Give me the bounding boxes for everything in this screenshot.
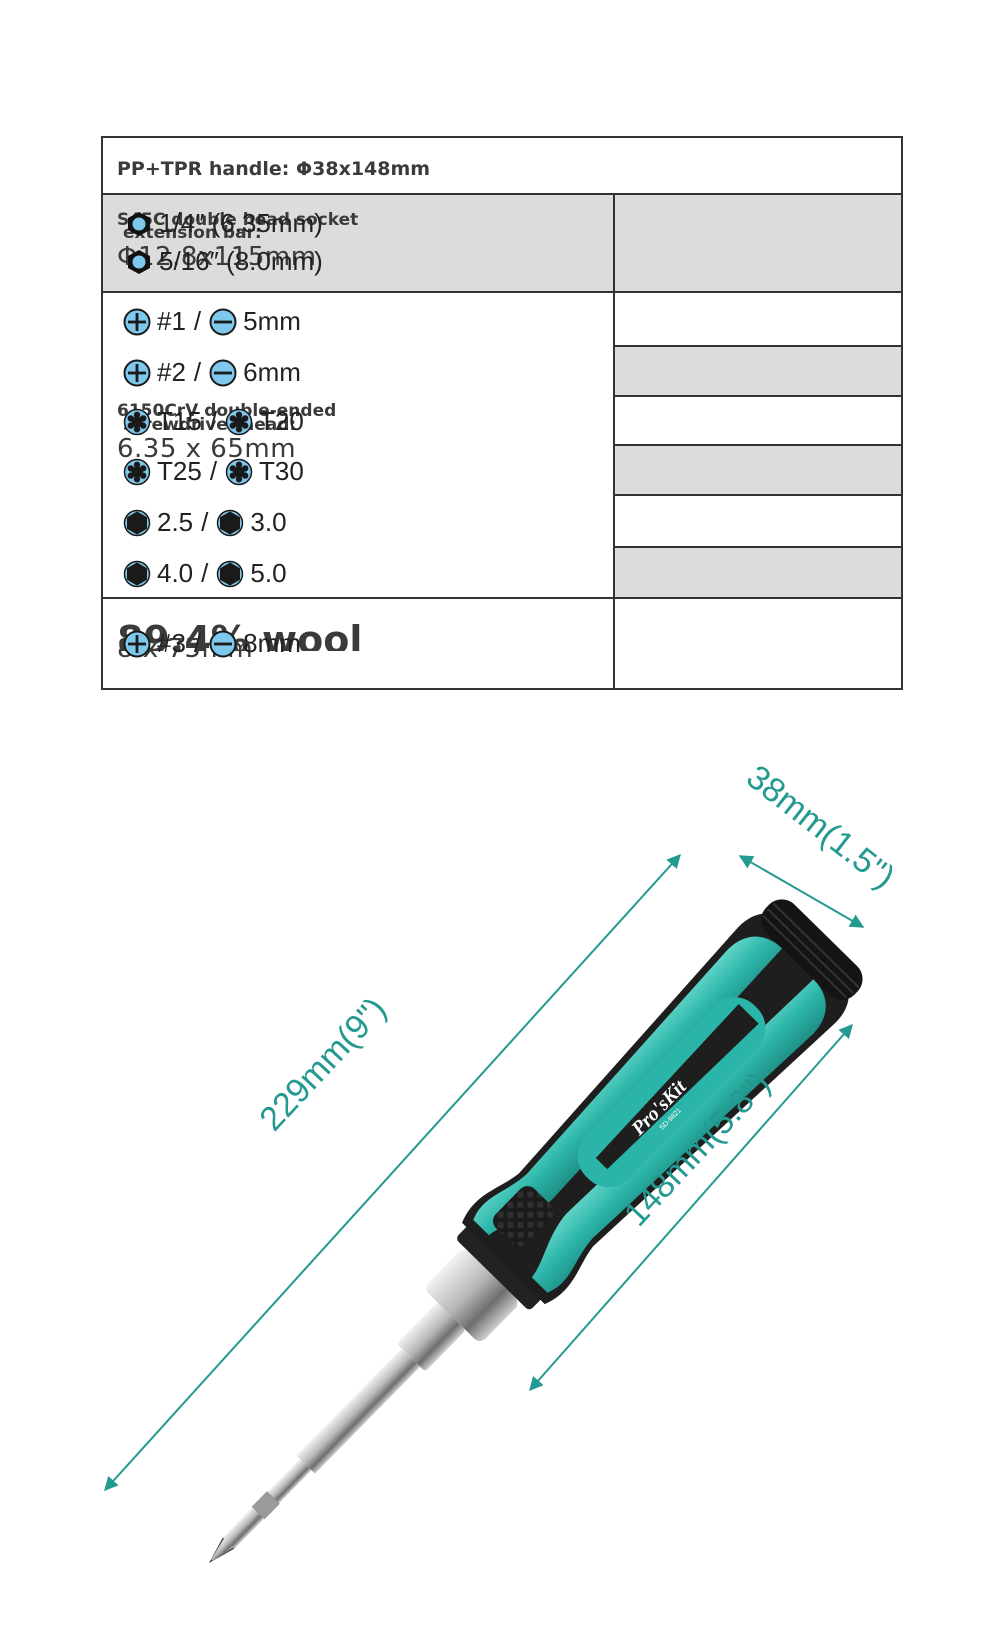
hex-icon [216, 509, 244, 537]
screwdriver-illustration: Pro'sKit SD-9821 [104, 853, 865, 1563]
grip-pad [493, 1186, 554, 1247]
torx-icon [225, 458, 253, 486]
screwdriver-label-line2: screwdriver head: [123, 415, 297, 435]
divider [613, 494, 901, 496]
socket-size-text: 1/4″ (6.35mm) [159, 208, 323, 238]
slotted-icon [209, 630, 237, 658]
torx-icon [123, 458, 151, 486]
handle-arrow [529, 1023, 853, 1392]
column-divider [613, 193, 615, 688]
divider [613, 546, 901, 548]
socket-hex-icon [125, 248, 153, 276]
socket-size-text: 5/16″ (8.0mm) [159, 246, 323, 276]
slotted-icon [209, 359, 237, 387]
last-row-label: 89.4% wool [117, 621, 363, 651]
torx-icon [225, 408, 253, 436]
phillips-icon [123, 630, 151, 658]
divider [103, 291, 901, 293]
hex-icon [216, 560, 244, 588]
handle-spec: PP+TPR handle: Φ38x148mm [117, 158, 431, 180]
bit-row: 2.5 / 3.0 [123, 507, 287, 538]
socket-size-1: 1/4″ (6.35mm) [125, 208, 323, 239]
hex-icon [123, 509, 151, 537]
divider [103, 597, 901, 599]
bit-row-2-bg [615, 347, 901, 395]
screwdriver-dimension: 6.35 x 65mm [117, 434, 297, 464]
divider [613, 395, 901, 397]
phillips-icon [123, 359, 151, 387]
bit-row: #2 / 6mm [123, 357, 301, 388]
divider [103, 193, 901, 195]
torx-icon [123, 408, 151, 436]
bit-row: #3 / 8mm [123, 628, 301, 659]
hex-icon [123, 560, 151, 588]
end-cap [760, 899, 863, 1000]
diameter-arrow [738, 855, 865, 928]
bit-row-6-bg [615, 548, 901, 597]
slotted-icon [209, 308, 237, 336]
socket-hex-icon [125, 210, 153, 238]
extension-label-line1: S45C double head socket [117, 210, 359, 230]
bit-row: T25 / T30 [123, 456, 304, 487]
divider [613, 444, 901, 446]
spec-table: PP+TPR handle: Φ38x148mm S45C double hea… [101, 136, 903, 690]
extension-label-line2: extension bar: [123, 223, 262, 243]
extension-bar [296, 1348, 421, 1474]
socket-size-2: 5/16″ (8.0mm) [125, 246, 323, 277]
extension-size-cell [615, 195, 901, 291]
screwdriver-label-line1: 6150CrV double-ended [117, 401, 337, 421]
ratchet-collar [426, 1250, 518, 1341]
extension-label-cell [103, 195, 613, 291]
bit-row: #1 / 5mm [123, 306, 301, 337]
divider [613, 345, 901, 347]
phillips-icon [123, 308, 151, 336]
bit-row-4-bg [615, 446, 901, 494]
length-arrow [104, 853, 681, 1492]
bit-row: 4.0 / 5.0 [123, 558, 287, 589]
bit-row: T15 / T20 [123, 406, 304, 437]
extension-dimension: Φ12.8x115mm [117, 242, 317, 272]
